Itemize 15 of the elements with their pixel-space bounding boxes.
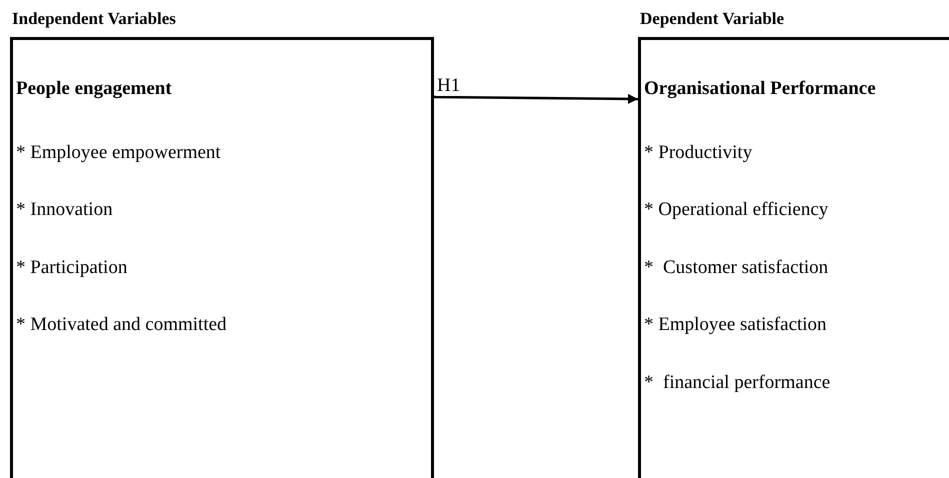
bullet-item: * Motivated and committed	[16, 314, 227, 336]
variable-title: People engagement	[16, 78, 172, 100]
edge-label: H1	[436, 76, 462, 96]
column-heading: Dependent Variable	[640, 8, 784, 30]
bullet-item: * Customer satisfaction	[644, 257, 828, 279]
variable-title: Organisational Performance	[644, 78, 876, 100]
bullet-item: * Operational efficiency	[644, 199, 828, 221]
bullet-item: * Productivity	[644, 142, 752, 164]
bullet-item: * Employee empowerment	[16, 142, 221, 164]
bullet-item: * financial performance	[644, 372, 830, 394]
bullet-item: * Employee satisfaction	[644, 314, 827, 336]
column-heading: Independent Variables	[12, 8, 176, 30]
bullet-item: * Innovation	[16, 199, 113, 221]
arrow	[434, 94, 638, 104]
bullet-item: * Participation	[16, 257, 128, 279]
